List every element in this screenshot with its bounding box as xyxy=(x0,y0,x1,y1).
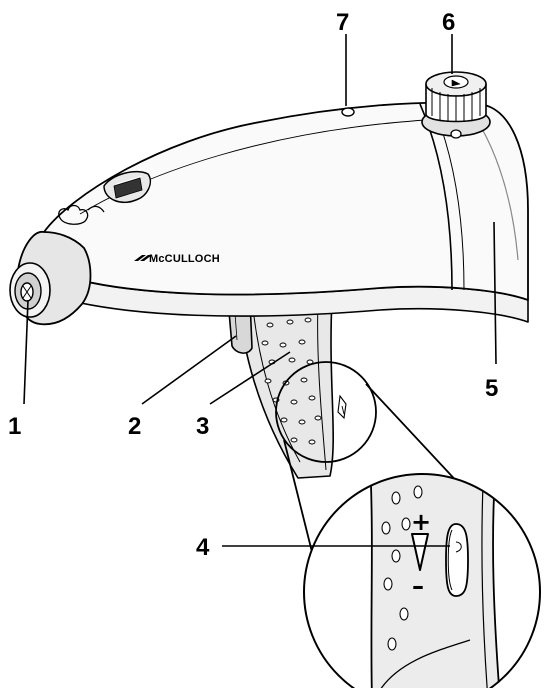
brand-text: McCULLOCH xyxy=(149,253,220,265)
lock-button xyxy=(103,170,152,204)
callout-7: 7 xyxy=(336,9,349,36)
callout-3: 3 xyxy=(196,413,209,440)
callouts: 1 2 3 4 5 6 7 xyxy=(8,9,498,561)
filler-cap xyxy=(341,107,355,117)
callout-5: 5 xyxy=(485,375,498,402)
handle-vent-holes xyxy=(261,317,322,445)
detail-magnified-view: + – xyxy=(303,473,541,688)
callout-2: 2 xyxy=(128,413,141,440)
leader-line-1 xyxy=(23,299,29,405)
steam-icon xyxy=(58,204,105,225)
leader-line-2 xyxy=(141,335,237,405)
callout-4: 4 xyxy=(196,534,210,561)
minus-symbol: – xyxy=(412,572,424,600)
leader-line-5 xyxy=(493,221,497,365)
callout-6: 6 xyxy=(442,9,455,36)
handle xyxy=(237,299,334,479)
plus-symbol: + xyxy=(411,508,431,536)
detail-source-circle xyxy=(275,361,377,463)
leader-line-3 xyxy=(209,351,291,405)
nozzle xyxy=(9,231,92,326)
brand-logo: McCULLOCH xyxy=(134,253,220,265)
callout-1: 1 xyxy=(8,413,21,440)
leader-lines xyxy=(23,34,497,547)
steam-control-knob xyxy=(421,71,491,139)
